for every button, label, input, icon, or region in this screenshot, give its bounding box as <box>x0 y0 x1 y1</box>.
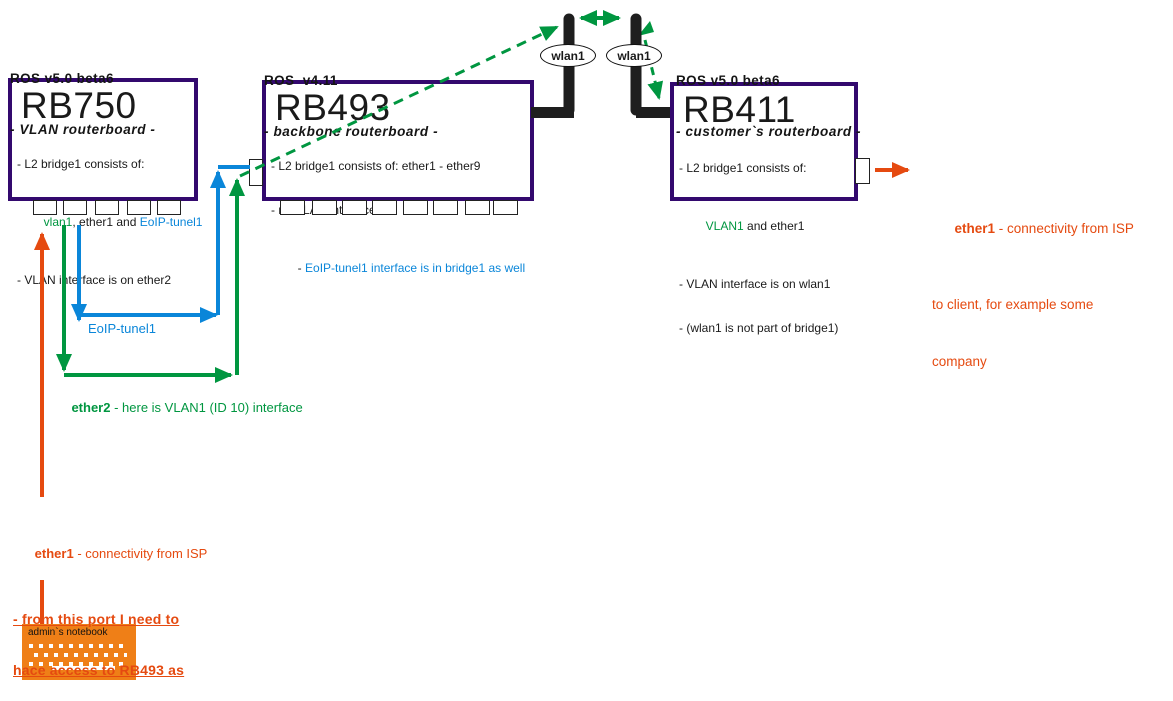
rb750-header: ROS v5.0 beta6 - VLAN routerboard - <box>10 36 156 172</box>
rb493-eoip-text: EoIP-tunel1 interface is in bridge1 as w… <box>305 260 526 275</box>
isp-left-ether1: ether1 <box>34 546 74 561</box>
rb493-port-6 <box>433 200 458 215</box>
left-wlan1-badge: wlan1 <box>540 44 596 67</box>
isp-right-ether1: ether1 <box>954 221 996 236</box>
rb411-vlan1-text: VLAN1 <box>705 219 744 233</box>
admin-notebook: admin`s notebook <box>22 624 136 680</box>
rb750-box: RB750 - L2 bridge1 consists of: vlan1, e… <box>8 78 202 287</box>
rb493-port-4 <box>372 200 397 215</box>
rb750-ros-version: ROS v5.0 beta6 <box>10 71 114 86</box>
rb411-box: RB411 - L2 bridge1 consists of: VLAN1 an… <box>670 82 858 335</box>
rb411-ros-version: ROS v5.0 beta6 <box>676 73 780 88</box>
rb750-line3: - VLAN interface is on ether2 <box>17 273 172 287</box>
vlan-dashed-upper-arrowhead <box>638 21 654 36</box>
rb750-eoip-text: EoIP-tunel1 <box>139 215 203 229</box>
isp-left-underline2: hace access to RB493 as <box>13 661 185 678</box>
rb750-line2-mid: , ether1 and <box>72 215 140 229</box>
rb750-title: RB750 <box>21 85 137 126</box>
rb411-line4: - (wlan1 is not part of bridge1) <box>679 320 839 335</box>
ether2-label-rest: - here is VLAN1 (ID 10) interface <box>110 400 303 415</box>
isp-left-underline1: - from this port I need to <box>13 611 180 627</box>
rb493-port-8 <box>493 200 518 215</box>
isp-right-text: ether1 - connectivity from ISP to client… <box>932 162 1134 409</box>
ether2-label-bold: ether2 <box>71 400 111 415</box>
eoip-tunnel-label: EoIP-tunel1 <box>88 321 156 336</box>
rb750-line1: - L2 bridge1 consists of: <box>17 157 145 171</box>
rb750-port-1 <box>33 200 57 215</box>
admin-notebook-label: admin`s notebook <box>28 627 108 638</box>
rb493-header: ROS v4.11 - backbone routerboard - <box>264 38 438 174</box>
keyboard-row <box>29 644 129 648</box>
rb411-title: RB411 <box>683 89 796 130</box>
rb411-line3: - VLAN interface is on wlan1 <box>679 277 831 291</box>
rb411-line2-rest: and ether1 <box>743 219 805 233</box>
rb493-port-2 <box>312 200 337 215</box>
right-wlan1-badge: wlan1 <box>606 44 662 67</box>
rb411-description: - L2 bridge1 consists of: VLAN1 and ethe… <box>679 132 854 364</box>
ether2-label: ether2 - here is VLAN1 (ID 10) interface <box>57 384 303 432</box>
keyboard-row <box>29 662 129 666</box>
rb411-line1: - L2 bridge1 consists of: <box>679 161 807 175</box>
rb493-port-7 <box>465 200 490 215</box>
rb411-role: - customer`s routerboard - <box>676 124 862 139</box>
rb750-port-2 <box>63 200 87 215</box>
rb750-role: - VLAN routerboard - <box>10 122 156 137</box>
rb750-port-3 <box>95 200 119 215</box>
rb750-port-4 <box>127 200 151 215</box>
isp-left-text: ether1 - connectivity from ISP - from th… <box>13 498 207 701</box>
left-wlan1-label: wlan1 <box>551 48 585 63</box>
isp-left-rest: - connectivity from ISP <box>73 546 208 561</box>
rb750-vlan1-text: vlan1 <box>43 215 73 229</box>
rb493-port-3 <box>342 200 367 215</box>
rb493-line3-dash: - <box>297 260 306 275</box>
rb493-ros-version: ROS v4.11 <box>264 73 338 88</box>
rb750-port-5 <box>157 200 181 215</box>
rb493-port-1 <box>280 200 305 215</box>
isp-right-rest: - connectivity from ISP <box>995 221 1134 236</box>
rb493-role: - backbone routerboard - <box>264 124 439 139</box>
rb411-right-port <box>855 158 870 184</box>
isp-right-line3: company <box>932 354 987 369</box>
rb493-port-5 <box>403 200 428 215</box>
keyboard-row <box>34 653 127 657</box>
rb493-left-port <box>249 159 263 186</box>
rb411-header: ROS v5.0 beta6 - customer`s routerboard … <box>676 38 861 174</box>
right-wlan1-label: wlan1 <box>617 48 651 63</box>
keyboard-spacebar <box>52 666 115 670</box>
isp-right-line2: to client, for example some <box>932 297 1094 312</box>
